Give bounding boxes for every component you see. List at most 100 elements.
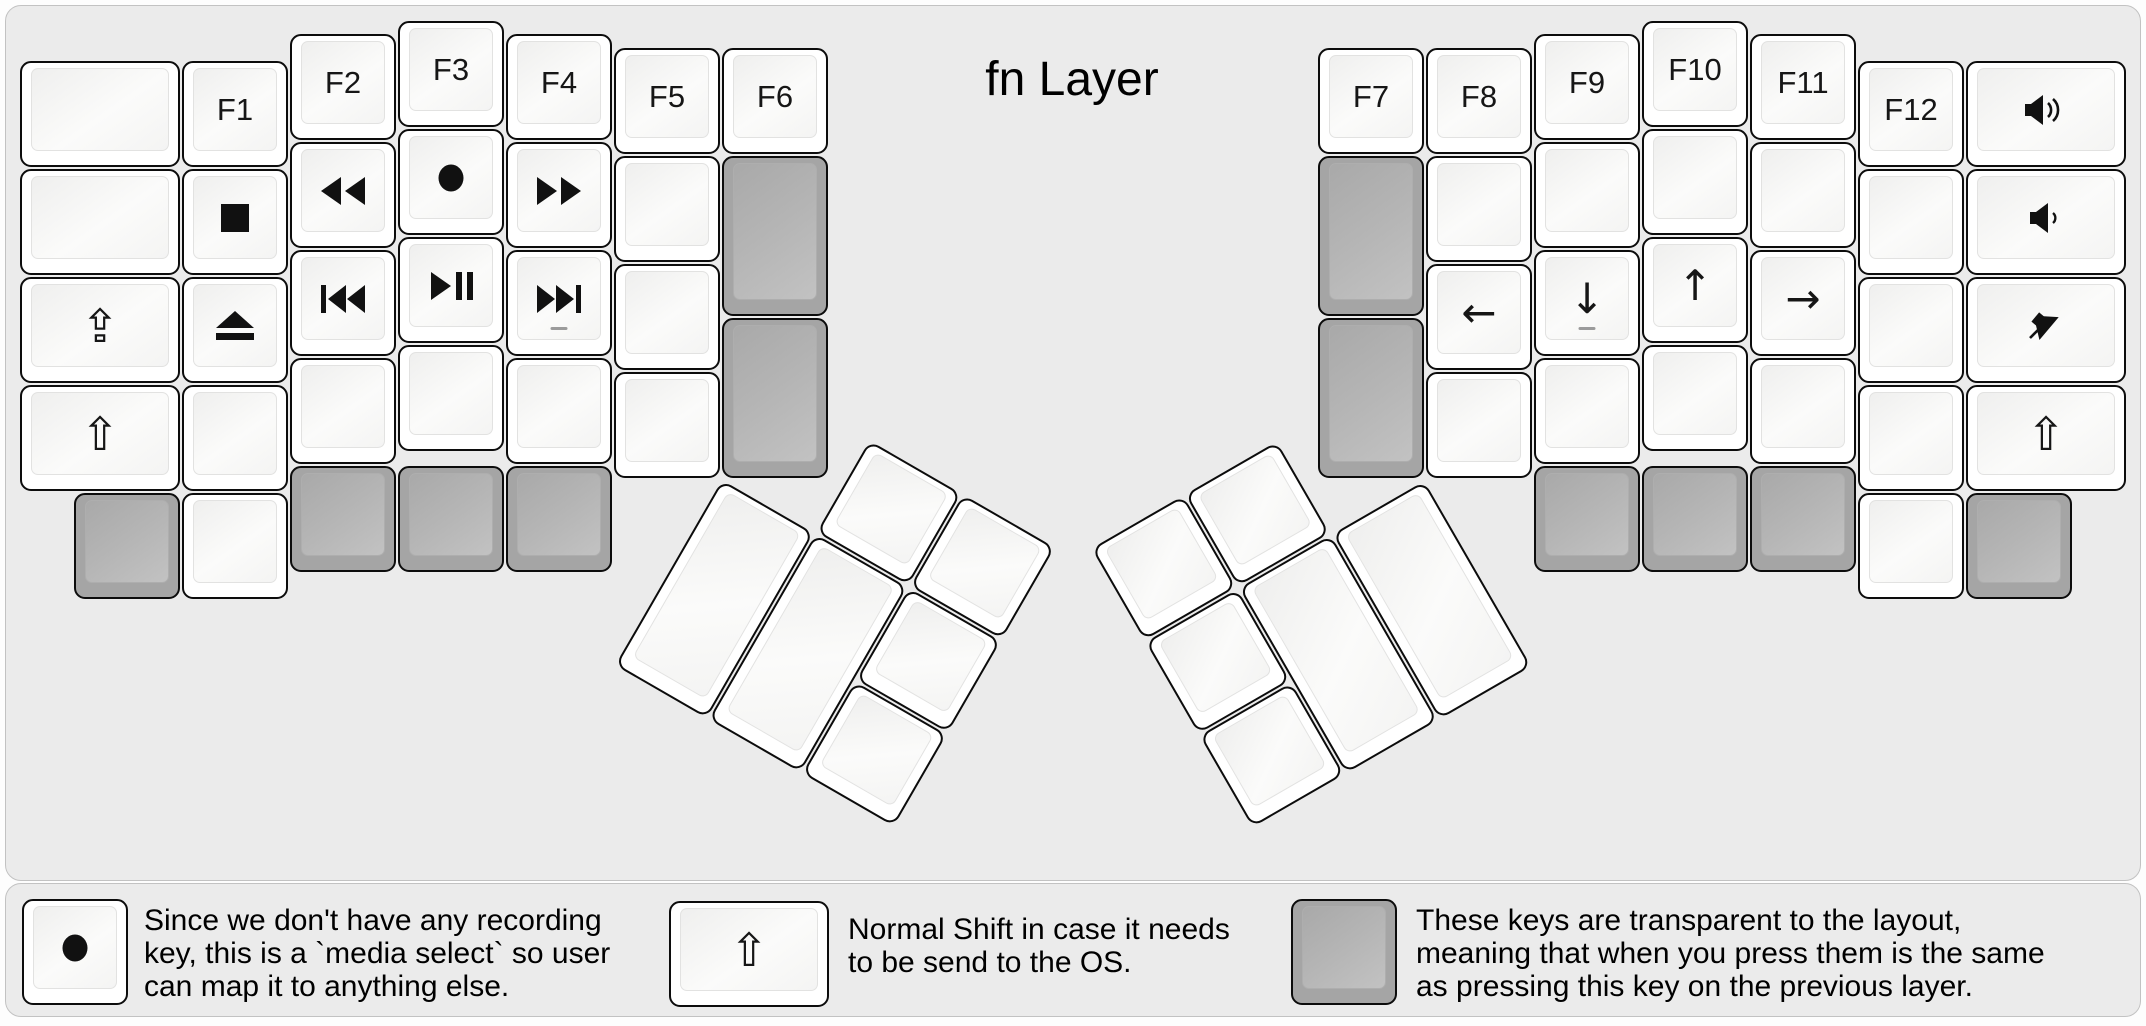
key-label: F8 bbox=[1460, 79, 1498, 114]
keycap-top: F7 bbox=[1329, 55, 1413, 138]
keycap-top bbox=[193, 392, 277, 475]
key-transparent[interactable] bbox=[722, 318, 828, 478]
keycap-top bbox=[1977, 176, 2115, 259]
key-f2[interactable]: F2 bbox=[290, 34, 396, 140]
key-volume-down[interactable] bbox=[1966, 169, 2126, 275]
key-arrow-left[interactable]: ← bbox=[1426, 264, 1532, 370]
key-f10[interactable]: F10 bbox=[1642, 21, 1748, 127]
key-blank[interactable] bbox=[614, 264, 720, 370]
key-blank[interactable] bbox=[1858, 277, 1964, 383]
key-shift[interactable]: ⇧ bbox=[20, 385, 180, 491]
key-transparent[interactable] bbox=[506, 466, 612, 572]
key-transparent[interactable] bbox=[398, 466, 504, 572]
keycap-top: ↑ bbox=[1653, 244, 1737, 327]
key-f1[interactable]: F1 bbox=[182, 61, 288, 167]
key-f6[interactable]: F6 bbox=[722, 48, 828, 154]
next-track-icon bbox=[535, 283, 583, 315]
keycap-top: F5 bbox=[625, 55, 709, 138]
key-rewind[interactable] bbox=[290, 142, 396, 248]
key-next-track[interactable] bbox=[506, 250, 612, 356]
key-transparent[interactable] bbox=[1318, 156, 1424, 316]
keycap-top bbox=[927, 506, 1042, 620]
key-label: ⇧ bbox=[80, 406, 120, 461]
legend-text-line: These keys are transparent to the layout… bbox=[1416, 904, 1962, 937]
key-blank[interactable] bbox=[506, 358, 612, 464]
key-blank[interactable] bbox=[1534, 142, 1640, 248]
key-f8[interactable]: F8 bbox=[1426, 48, 1532, 154]
key-transparent[interactable] bbox=[722, 156, 828, 316]
key-blank[interactable] bbox=[1642, 129, 1748, 235]
key-blank[interactable] bbox=[290, 358, 396, 464]
keycap-top bbox=[85, 500, 169, 583]
key-blank[interactable] bbox=[1534, 358, 1640, 464]
key-blank[interactable] bbox=[1750, 142, 1856, 248]
key-label: F5 bbox=[648, 79, 686, 114]
key-label: F3 bbox=[432, 52, 470, 87]
keycap-top bbox=[409, 244, 493, 327]
key-play-pause[interactable] bbox=[398, 237, 504, 343]
keycap-top bbox=[409, 352, 493, 435]
key-stop[interactable] bbox=[182, 169, 288, 275]
key-blank[interactable] bbox=[1642, 345, 1748, 451]
key-label: F9 bbox=[1568, 65, 1606, 100]
stop-icon bbox=[211, 202, 259, 234]
key-transparent[interactable] bbox=[1966, 493, 2072, 599]
key-record-example[interactable] bbox=[22, 899, 128, 1005]
keycap-top bbox=[625, 163, 709, 246]
key-label: ↑ bbox=[1677, 260, 1713, 310]
key-record[interactable] bbox=[398, 129, 504, 235]
legend-text-line: key, this is a `media select` so user bbox=[144, 937, 611, 970]
key-blank[interactable] bbox=[1426, 156, 1532, 262]
key-arrow-up[interactable]: ↑ bbox=[1642, 237, 1748, 343]
keycap-top: F12 bbox=[1869, 68, 1953, 151]
key-blank[interactable] bbox=[398, 345, 504, 451]
key-f5[interactable]: F5 bbox=[614, 48, 720, 154]
key-blank[interactable] bbox=[1858, 493, 1964, 599]
key-f11[interactable]: F11 bbox=[1750, 34, 1856, 140]
key-f9[interactable]: F9 bbox=[1534, 34, 1640, 140]
keycap-top bbox=[1545, 149, 1629, 232]
key-blank[interactable] bbox=[182, 493, 288, 599]
key-transparent[interactable] bbox=[290, 466, 396, 572]
homing-dash bbox=[1578, 327, 1596, 330]
key-label: ⇧ bbox=[729, 922, 769, 977]
key-arrow-right[interactable]: → bbox=[1750, 250, 1856, 356]
key-blank[interactable] bbox=[1750, 358, 1856, 464]
key-blank[interactable] bbox=[20, 61, 180, 167]
key-transparent[interactable] bbox=[1642, 466, 1748, 572]
key-caps-shift[interactable]: ⇪ bbox=[20, 277, 180, 383]
key-eject[interactable] bbox=[182, 277, 288, 383]
keyboard-layout-area: F1 F2 F3 F4 F5 F6 ⇪ ⇧ bbox=[5, 5, 2141, 881]
key-blank[interactable] bbox=[614, 372, 720, 478]
key-transparent[interactable] bbox=[1318, 318, 1424, 478]
vol-down-icon bbox=[2022, 202, 2070, 234]
key-prev-track[interactable] bbox=[290, 250, 396, 356]
key-blank[interactable] bbox=[1858, 385, 1964, 491]
play-pause-icon bbox=[427, 270, 475, 302]
key-arrow-down[interactable]: ↓ bbox=[1534, 250, 1640, 356]
key-blank[interactable] bbox=[1858, 169, 1964, 275]
key-f4[interactable]: F4 bbox=[506, 34, 612, 140]
key-fast-forward[interactable] bbox=[506, 142, 612, 248]
key-blank[interactable] bbox=[1426, 372, 1532, 478]
key-shift-example[interactable]: ⇧ bbox=[669, 901, 829, 1007]
record-icon bbox=[51, 932, 99, 964]
keycap-top bbox=[1329, 325, 1413, 462]
key-transparent-example[interactable] bbox=[1291, 899, 1397, 1005]
key-transparent[interactable] bbox=[1750, 466, 1856, 572]
key-volume-up[interactable] bbox=[1966, 61, 2126, 167]
key-blank[interactable] bbox=[614, 156, 720, 262]
keycap-top bbox=[301, 473, 385, 556]
key-transparent[interactable] bbox=[74, 493, 180, 599]
key-f12[interactable]: F12 bbox=[1858, 61, 1964, 167]
key-transparent[interactable] bbox=[1534, 466, 1640, 572]
key-blank[interactable] bbox=[182, 385, 288, 491]
keycap-top bbox=[733, 163, 817, 300]
key-blank[interactable] bbox=[20, 169, 180, 275]
key-shift[interactable]: ⇧ bbox=[1966, 385, 2126, 491]
key-f3[interactable]: F3 bbox=[398, 21, 504, 127]
key-mute[interactable] bbox=[1966, 277, 2126, 383]
key-f7[interactable]: F7 bbox=[1318, 48, 1424, 154]
keycap-top bbox=[1869, 500, 1953, 583]
